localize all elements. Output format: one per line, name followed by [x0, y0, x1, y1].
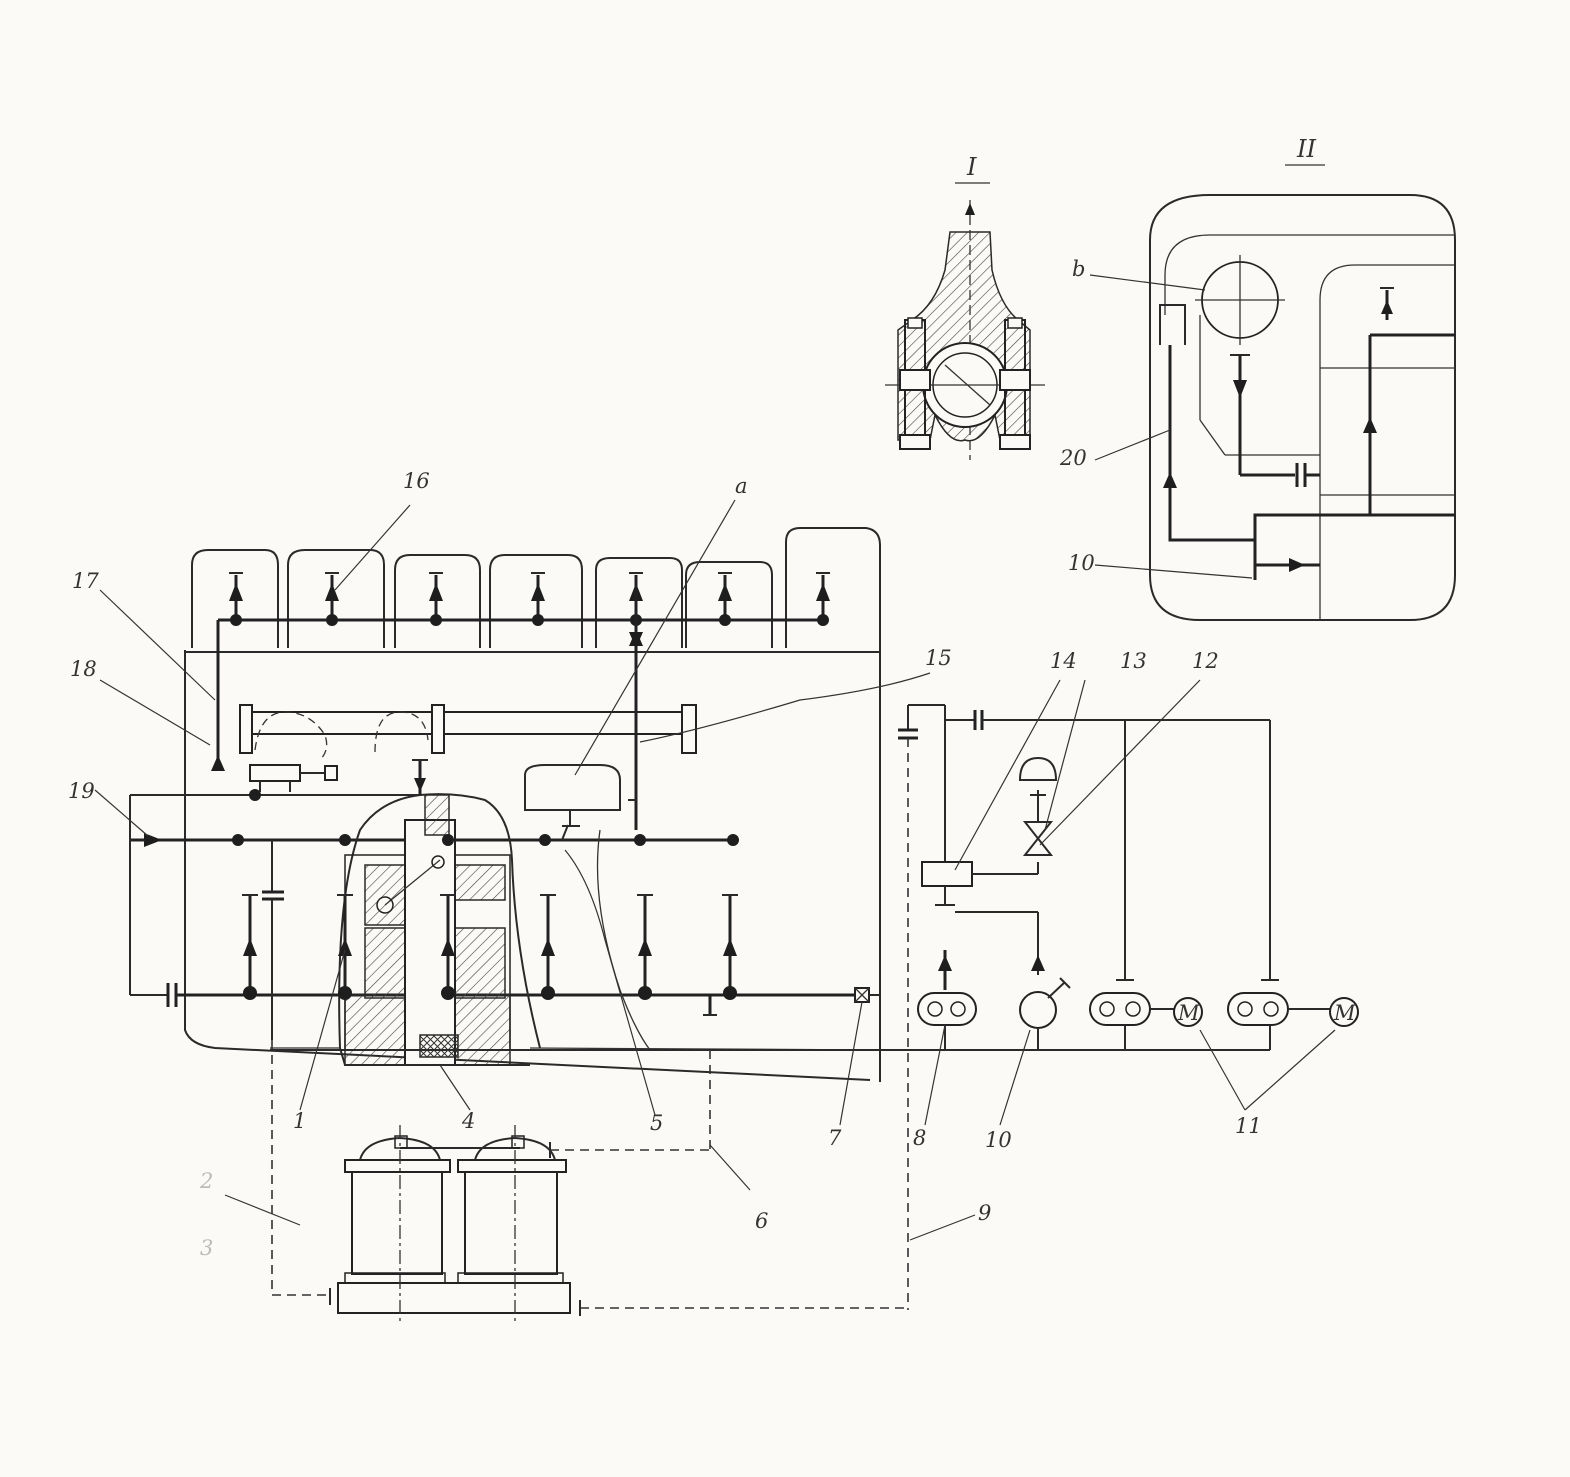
label-8: 8 [913, 1126, 926, 1150]
label-16: 16 [403, 469, 430, 493]
bearing-feeds [232, 789, 739, 1015]
junction-dot [719, 614, 731, 626]
label-14: 14 [1050, 649, 1077, 673]
label-5: 5 [650, 1111, 663, 1135]
label-17: 17 [72, 569, 99, 593]
crank-section-4 [338, 793, 541, 1066]
motor-symbol-1: M [1177, 1001, 1200, 1025]
label-12: 12 [1192, 649, 1219, 673]
label-2: 2 [199, 1169, 213, 1193]
bearing-feed [540, 894, 556, 1000]
junction-dot [339, 834, 351, 846]
view-i-title: I [966, 153, 977, 181]
label-7: 7 [828, 1126, 842, 1150]
engine-block [184, 527, 881, 1082]
junction-dot [442, 834, 454, 846]
label-b: b [1072, 257, 1085, 281]
external-circuit: M M [270, 704, 1359, 1310]
label-15: 15 [925, 646, 952, 670]
junction-dot [727, 834, 739, 846]
junction-dot [723, 986, 737, 1000]
leader-lines [94, 274, 1336, 1241]
bearing-feed [440, 894, 456, 1000]
junction-dot [539, 834, 551, 846]
motor-symbol-2: M [1333, 1001, 1356, 1025]
rocker-outlet [531, 572, 545, 626]
unit-a [524, 764, 621, 827]
valve-7 [854, 987, 880, 1003]
junction-dot [326, 614, 338, 626]
junction-dot [230, 614, 242, 626]
junction-dot [441, 986, 455, 1000]
view-ii-title: II [1296, 135, 1316, 163]
junction-dot [634, 834, 646, 846]
bearing-feed [637, 894, 653, 1000]
junction-dot [243, 986, 257, 1000]
view-ii-detail: II [1149, 135, 1456, 621]
junction-dot [430, 614, 442, 626]
camshaft-15 [239, 704, 697, 792]
label-10-view-ii: 10 [1068, 551, 1095, 575]
rocker-outlet [816, 572, 830, 626]
label-10: 10 [985, 1128, 1012, 1152]
label-13: 13 [1120, 649, 1147, 673]
bearing-feed [337, 894, 353, 1000]
junction-dot [249, 789, 261, 801]
bearing-feed [722, 894, 738, 1000]
callout-labels: 1 2 3 4 5 6 7 8 9 10 11 12 13 14 15 16 1… [68, 257, 1262, 1260]
inlet-arrow-18 [412, 759, 428, 795]
label-6: 6 [755, 1209, 768, 1233]
junction-dot [232, 834, 244, 846]
label-4: 4 [461, 1109, 475, 1133]
label-1: 1 [293, 1109, 306, 1133]
pushrod-oil-line [628, 580, 643, 830]
view-i-connecting-rod: I [885, 153, 1045, 460]
label-9: 9 [978, 1201, 991, 1225]
junction-dot [541, 986, 555, 1000]
junction-dot [532, 614, 544, 626]
junction-dot [638, 986, 652, 1000]
rocker-outlet [229, 572, 243, 626]
junction-dot [817, 614, 829, 626]
rocker-outlet [429, 572, 443, 626]
rocker-outlet [718, 572, 732, 626]
bearing-feed [242, 894, 258, 1000]
label-18: 18 [70, 657, 97, 681]
rocker-outlet [325, 572, 339, 626]
junction-dot [338, 986, 352, 1000]
label-11: 11 [1235, 1114, 1262, 1138]
label-a: a [735, 474, 748, 498]
rocker-outlets [229, 572, 830, 626]
label-19: 19 [68, 779, 95, 803]
label-20: 20 [1059, 446, 1087, 470]
label-3: 3 [200, 1236, 213, 1260]
filters [271, 1014, 908, 1325]
